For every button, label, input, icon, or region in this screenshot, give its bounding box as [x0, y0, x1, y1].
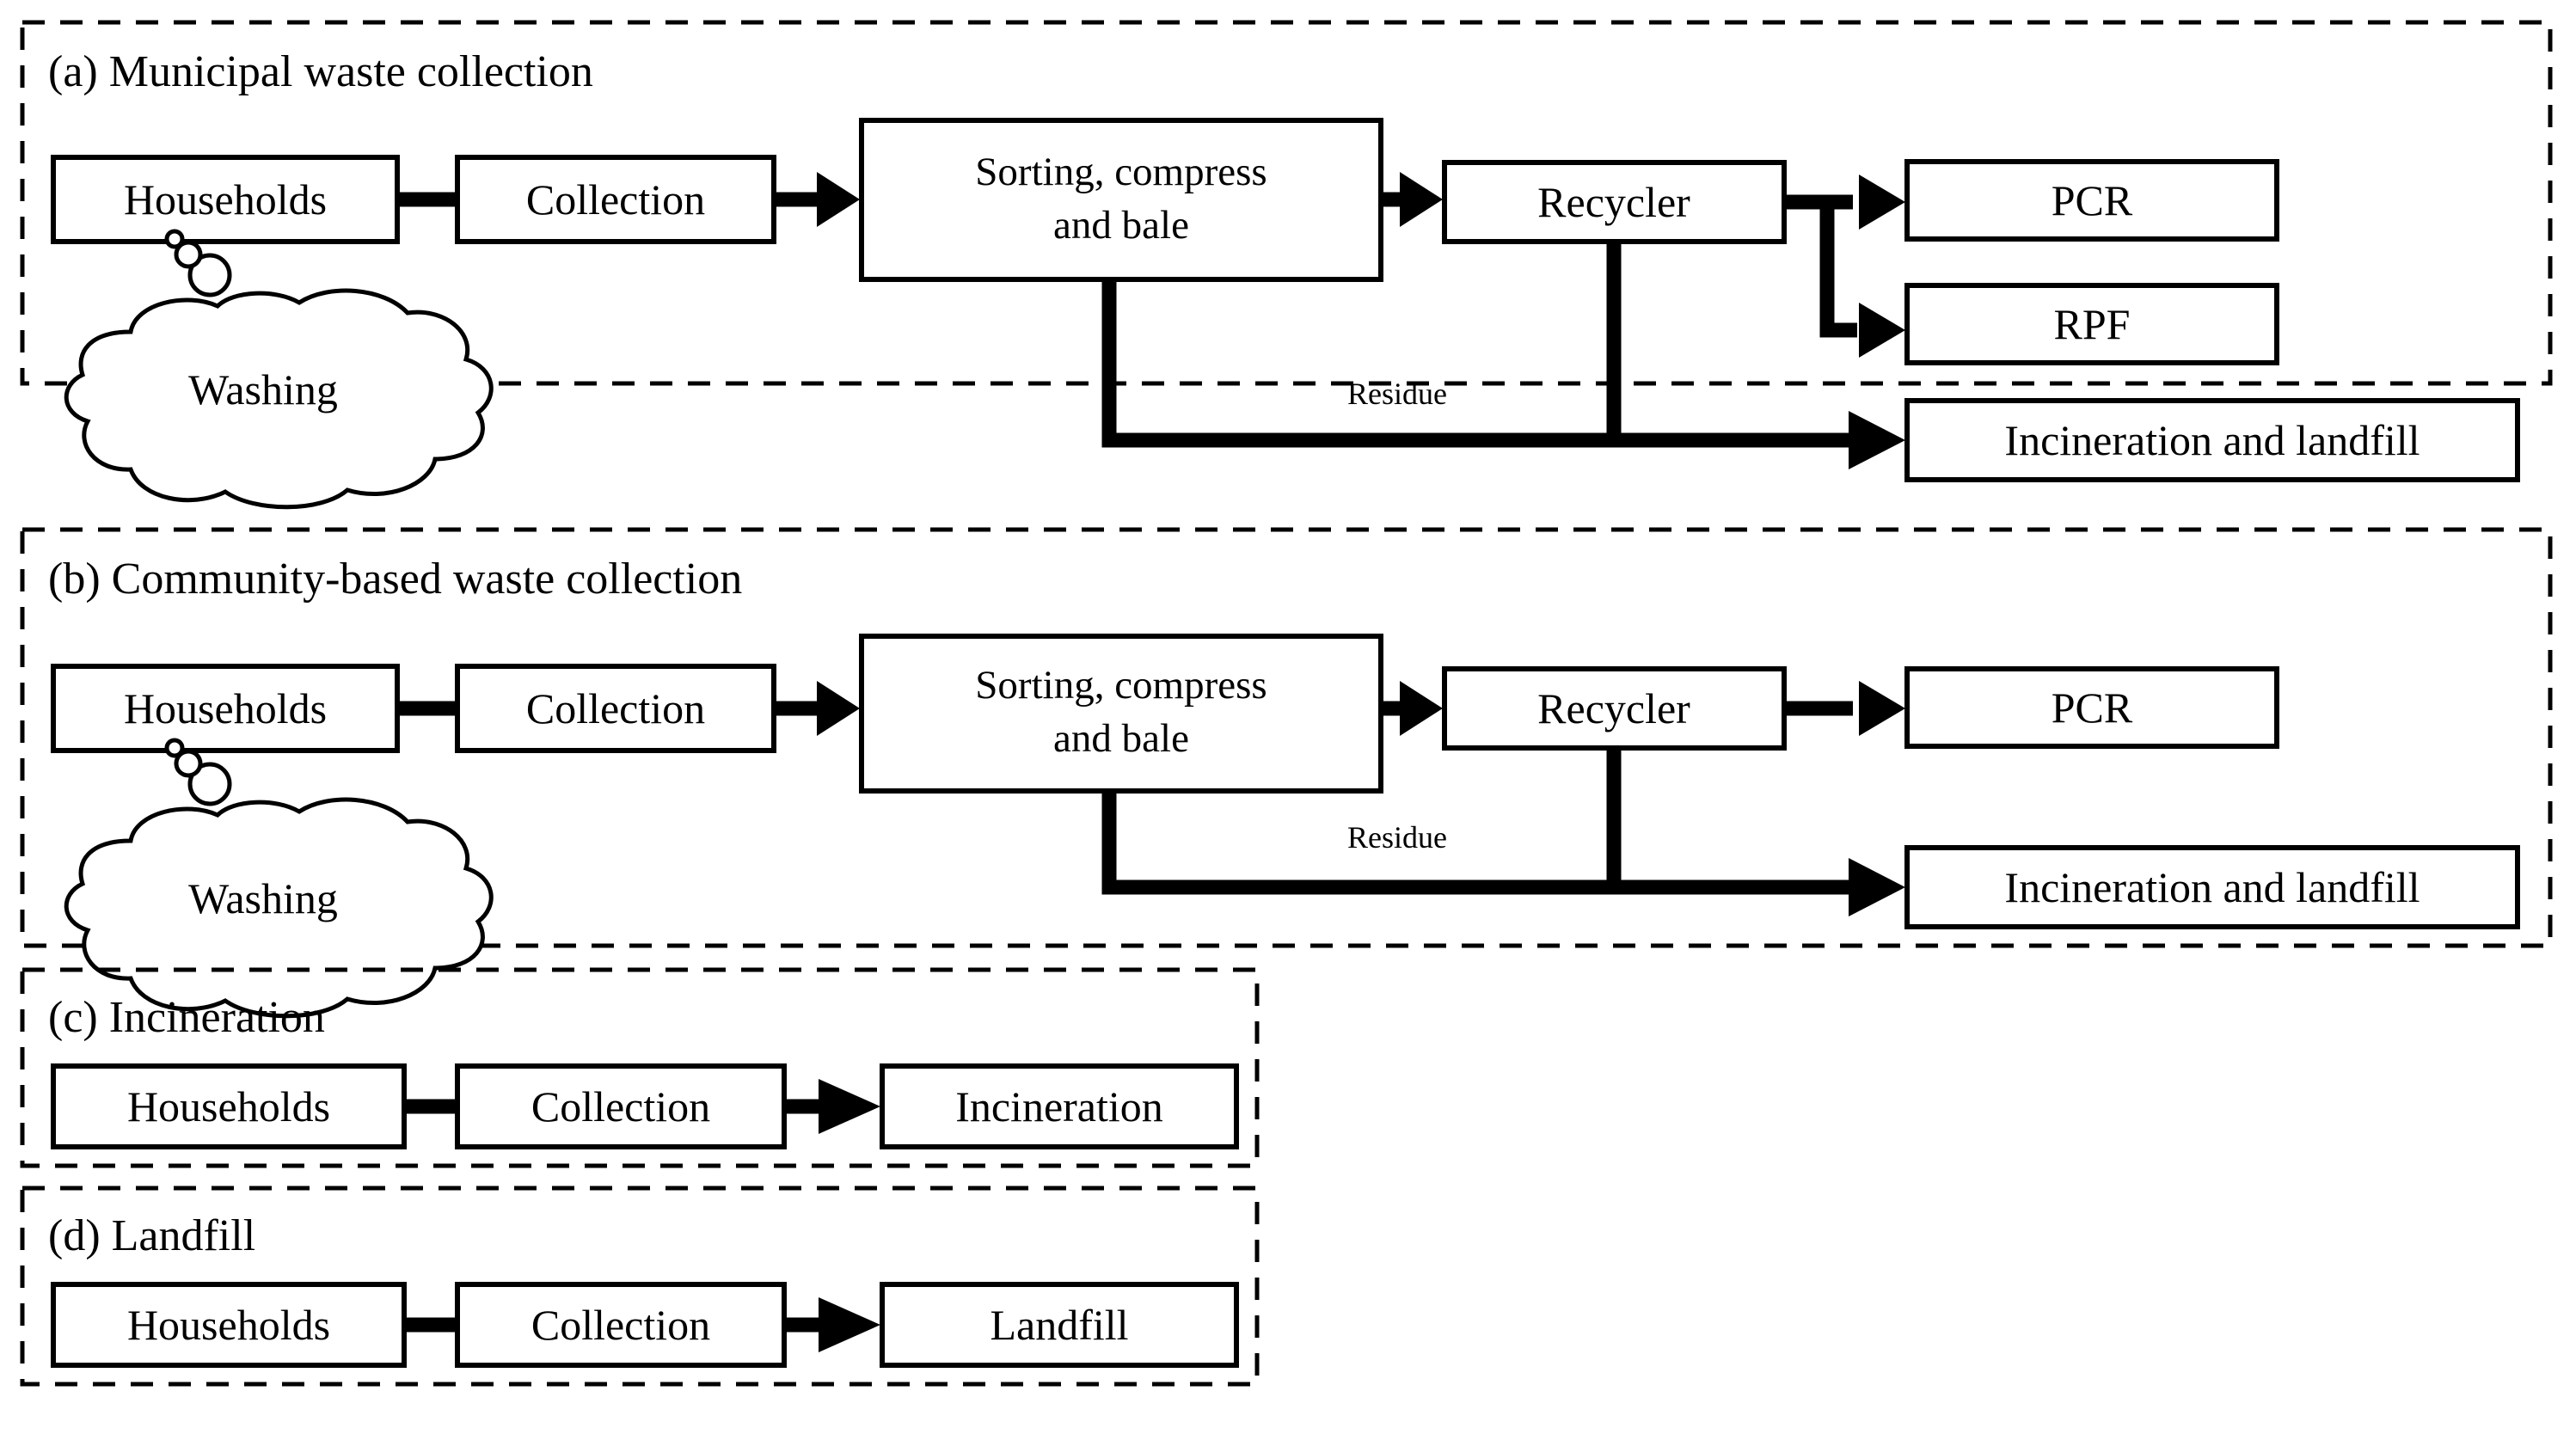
panel-b-title: (b) Community-based waste collection [48, 555, 742, 604]
panel-b-node-incineration-landfill[interactable] [1904, 845, 2520, 929]
bubble-tiny-icon [164, 738, 185, 758]
panel-b-arrow-residue [1101, 791, 1905, 916]
panel-a-node-incineration-landfill-label: Incineration and landfill [2004, 416, 2420, 464]
panel-d-node-landfill-label: Landfill [990, 1301, 1128, 1349]
panel-b: (b) Community-based waste collection Hou… [20, 527, 2553, 1019]
panel-c-border [20, 967, 1260, 1168]
panel-b-node-collection-label: Collection [526, 684, 705, 732]
panel-a-node-pcr-label: PCR [2052, 176, 2133, 224]
panel-a-node-sorting-label-line1: Sorting, compress [975, 150, 1267, 194]
panel-c-node-incineration[interactable] [880, 1063, 1239, 1149]
panel-b-node-sorting-label-line1: Sorting, compress [975, 663, 1267, 708]
panel-a-arrow-sorting-recycler [1381, 172, 1443, 227]
panel-a: (a) Municipal waste collection Household… [20, 20, 2553, 510]
panel-c-node-collection[interactable] [455, 1063, 787, 1149]
bubble-medium-icon [187, 253, 232, 297]
bubble-small-icon [174, 240, 203, 269]
panel-c: (c) Incineration Households Collection I… [20, 967, 1260, 1168]
panel-a-title: (a) Municipal waste collection [48, 47, 593, 96]
panel-c-node-incineration-label: Incineration [955, 1082, 1163, 1131]
panel-a-node-households-label: Households [124, 175, 327, 224]
panel-a-node-pcr[interactable] [1904, 159, 2279, 242]
panel-a-annotation-washing-label: Washing [188, 365, 338, 414]
panel-d-node-collection-label: Collection [531, 1301, 710, 1349]
panel-b-arrow-collection-sorting [774, 681, 860, 736]
panel-d-title: (d) Landfill [48, 1211, 255, 1260]
panel-d-node-collection[interactable] [455, 1282, 787, 1368]
panel-a-node-collection-label: Collection [526, 175, 705, 224]
panel-b-node-pcr[interactable] [1904, 666, 2279, 749]
cloud-shape-icon [64, 797, 494, 1019]
panel-d-node-households-label: Households [127, 1301, 330, 1349]
panel-a-node-households[interactable] [51, 155, 400, 244]
panel-b-annotation-washing: Washing [64, 738, 494, 1019]
panel-b-node-households-label: Households [124, 684, 327, 732]
panel-d-arrow-collection-landfill [784, 1297, 880, 1352]
panel-c-node-households[interactable] [51, 1063, 407, 1149]
panel-b-node-sorting-label-line2: and bale [1053, 716, 1189, 761]
panel-a-node-sorting-label-line2: and bale [1053, 203, 1189, 248]
panel-b-node-households[interactable] [51, 664, 400, 753]
panel-a-branch-recycler-products [1784, 175, 1905, 358]
panel-c-node-households-label: Households [127, 1082, 330, 1131]
bubble-medium-icon [187, 762, 232, 806]
panel-b-arrow-sorting-recycler [1381, 681, 1443, 736]
panel-a-node-rpf-label: RPF [2054, 300, 2131, 348]
panel-a-annotation-washing: Washing [64, 229, 494, 510]
panel-c-node-collection-label: Collection [531, 1082, 710, 1131]
panel-d-node-households[interactable] [51, 1282, 407, 1368]
panel-a-arrow-residue [1101, 279, 1905, 469]
panel-b-node-sorting[interactable] [859, 634, 1383, 794]
panel-b-border [20, 527, 2553, 948]
panel-b-edge-label-residue: Residue [1347, 820, 1447, 855]
panel-a-node-recycler-label: Recycler [1537, 178, 1690, 226]
panel-a-node-incineration-landfill[interactable] [1904, 398, 2520, 482]
panel-a-edge-label-residue: Residue [1347, 377, 1447, 411]
panel-b-arrow-recycler-pcr [1784, 681, 1905, 736]
panel-d: (d) Landfill Households Collection Landf… [20, 1186, 1260, 1387]
panel-d-node-landfill[interactable] [880, 1282, 1239, 1368]
panel-b-node-incineration-landfill-label: Incineration and landfill [2004, 863, 2420, 911]
panel-a-arrow-collection-sorting [774, 172, 860, 227]
bubble-small-icon [174, 749, 203, 778]
panel-b-annotation-washing-label: Washing [188, 874, 338, 922]
panel-d-border [20, 1186, 1260, 1387]
cloud-shape-icon [64, 288, 494, 510]
panel-c-arrow-collection-incineration [784, 1079, 880, 1134]
bubble-tiny-icon [164, 229, 185, 249]
panel-b-node-recycler-label: Recycler [1537, 684, 1690, 732]
panel-b-node-recycler[interactable] [1442, 666, 1787, 751]
panel-b-node-pcr-label: PCR [2052, 683, 2133, 732]
panel-a-node-rpf[interactable] [1904, 283, 2279, 365]
panel-c-title: (c) Incineration [48, 993, 325, 1042]
panel-a-node-collection[interactable] [455, 155, 776, 244]
panel-a-node-sorting[interactable] [859, 118, 1383, 282]
panel-a-border [20, 20, 2553, 386]
